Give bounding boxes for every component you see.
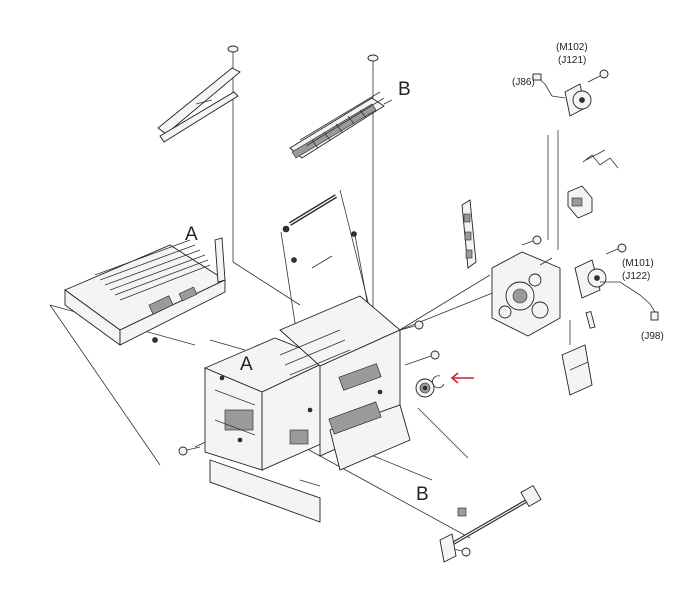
screw-icon <box>399 320 424 331</box>
label-j121: (J121) <box>558 55 586 66</box>
callout-a-lower: A <box>240 354 253 375</box>
callout-b-lower: B <box>416 484 429 505</box>
motor-m101-part <box>574 259 659 321</box>
gear-drive-assembly-part <box>491 251 561 337</box>
screw-icon <box>404 350 440 366</box>
label-m101: (M101) <box>622 258 654 269</box>
bracket-lower-right-part <box>561 310 596 396</box>
motor-m102-part <box>532 73 592 117</box>
screw-icon <box>227 45 239 60</box>
side-rail-part <box>157 67 241 143</box>
small-bracket-part <box>567 185 593 219</box>
cable-part <box>582 149 619 169</box>
callout-b-upper: B <box>398 79 411 100</box>
vertical-bracket-part <box>461 199 477 269</box>
screw-icon <box>178 446 201 456</box>
label-m102: (M102) <box>556 42 588 53</box>
label-j122: (J122) <box>622 271 650 282</box>
assembly-b-part <box>289 91 393 159</box>
red-pointer-arrow-icon <box>450 372 474 384</box>
main-chassis-part <box>203 295 411 523</box>
label-j98: (J98) <box>641 331 664 342</box>
screw-icon <box>605 243 627 255</box>
screw-icon <box>587 69 609 83</box>
e-clip-icon <box>432 375 445 389</box>
shaft-part <box>439 484 542 563</box>
callout-a-upper: A <box>185 224 198 245</box>
screw-icon <box>521 235 542 246</box>
screw-icon <box>367 54 379 70</box>
roller-part <box>282 194 357 269</box>
gear-icon <box>415 378 435 398</box>
label-j86: (J86) <box>512 77 535 88</box>
assembly-a-part <box>64 237 226 346</box>
